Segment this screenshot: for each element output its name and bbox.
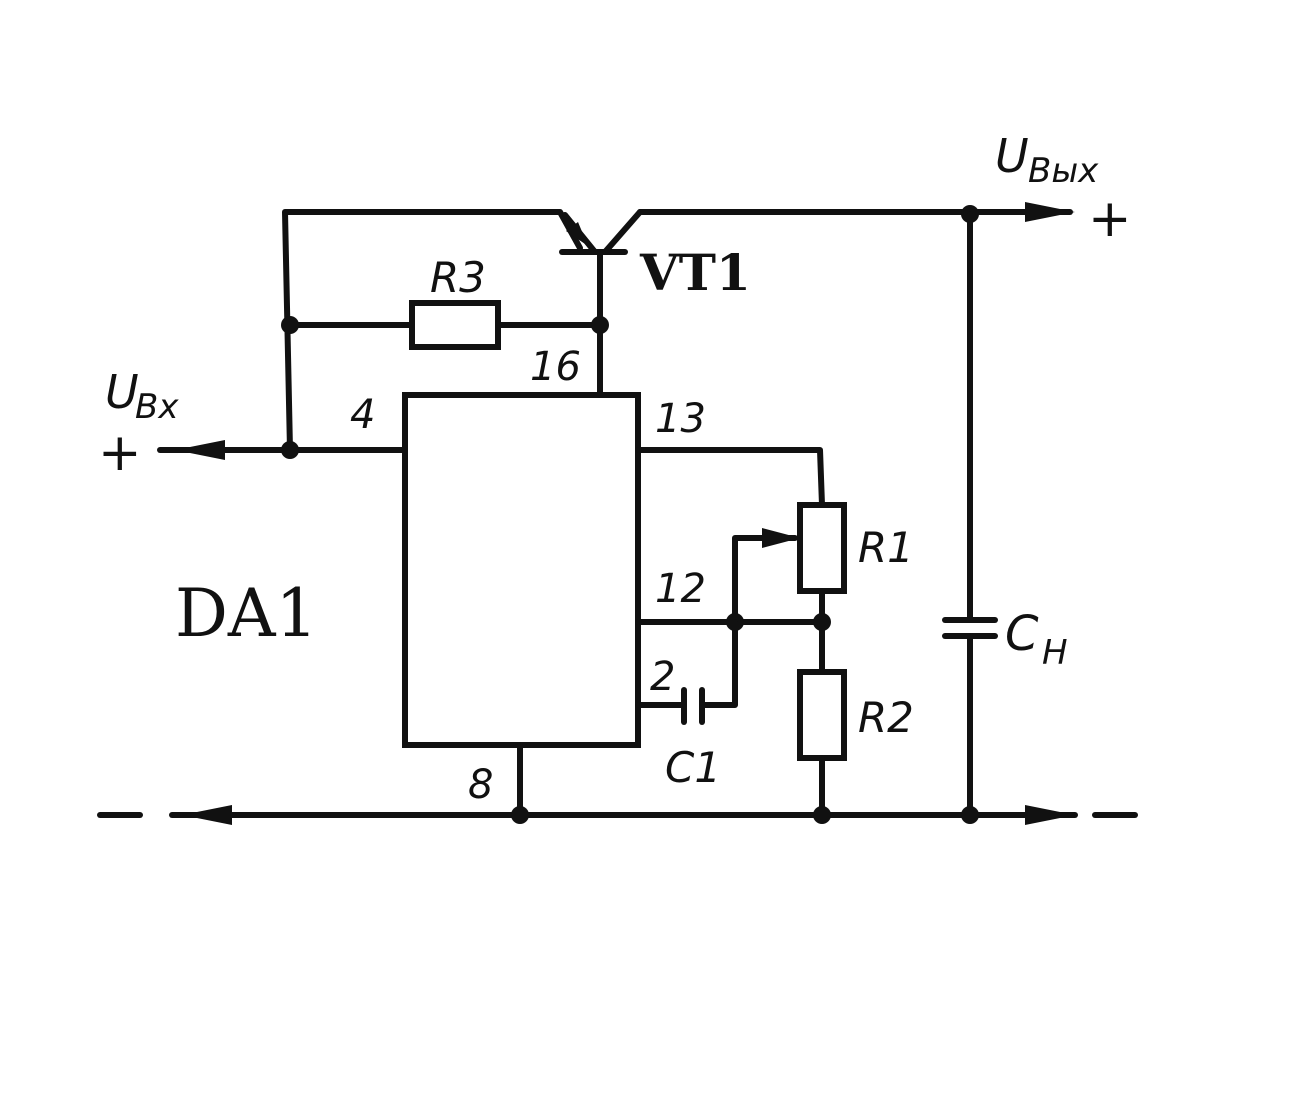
label-u-out: U <box>995 129 1029 183</box>
resistor-r3 <box>409 300 501 350</box>
junction-ground-pin8 <box>511 806 529 824</box>
label-u-in-sub: Вх <box>135 387 179 427</box>
label-r1: R1 <box>858 523 914 572</box>
wire-pin13-to-r1 <box>635 447 825 508</box>
junction-r1-r2 <box>813 613 831 631</box>
junction-r3-left <box>281 316 299 334</box>
label-r3: R3 <box>430 253 486 302</box>
junction-ground-r2 <box>813 806 831 824</box>
arrow-ground-right <box>1025 805 1075 825</box>
label-plus-in: + <box>98 423 142 483</box>
label-pin12: 12 <box>655 566 706 612</box>
label-da1: DA1 <box>175 575 318 652</box>
transistor-vt1-emitter-arrow <box>566 222 588 246</box>
label-cn-sub: Н <box>1042 633 1068 673</box>
arrow-output <box>1025 202 1075 222</box>
label-cn: C <box>1005 606 1039 662</box>
arrow-ground-left <box>182 805 232 825</box>
resistor-r2 <box>797 669 847 761</box>
transistor-vt1-collector <box>602 209 643 255</box>
resistor-r1 <box>797 502 847 594</box>
label-pin8: 8 <box>468 762 493 808</box>
label-vt1: VT1 <box>639 243 751 302</box>
label-pin13: 13 <box>655 396 706 442</box>
arrow-input <box>175 440 225 460</box>
label-plus-out: + <box>1088 189 1132 249</box>
wire-r1-wiper <box>732 535 798 623</box>
ic-da1-body <box>402 392 641 748</box>
label-u-out-sub: Вых <box>1028 151 1099 191</box>
wire-c1-to-pin12 <box>701 619 738 708</box>
label-u-in: U <box>105 365 139 419</box>
label-c1: C1 <box>665 743 721 792</box>
label-pin2: 2 <box>650 654 675 700</box>
arrow-r1-wiper <box>762 528 800 548</box>
label-pin16: 16 <box>530 344 581 390</box>
label-r2: R2 <box>858 693 914 742</box>
junction-input <box>281 441 299 459</box>
junction-ground-cn <box>961 806 979 824</box>
label-pin4: 4 <box>350 392 375 438</box>
